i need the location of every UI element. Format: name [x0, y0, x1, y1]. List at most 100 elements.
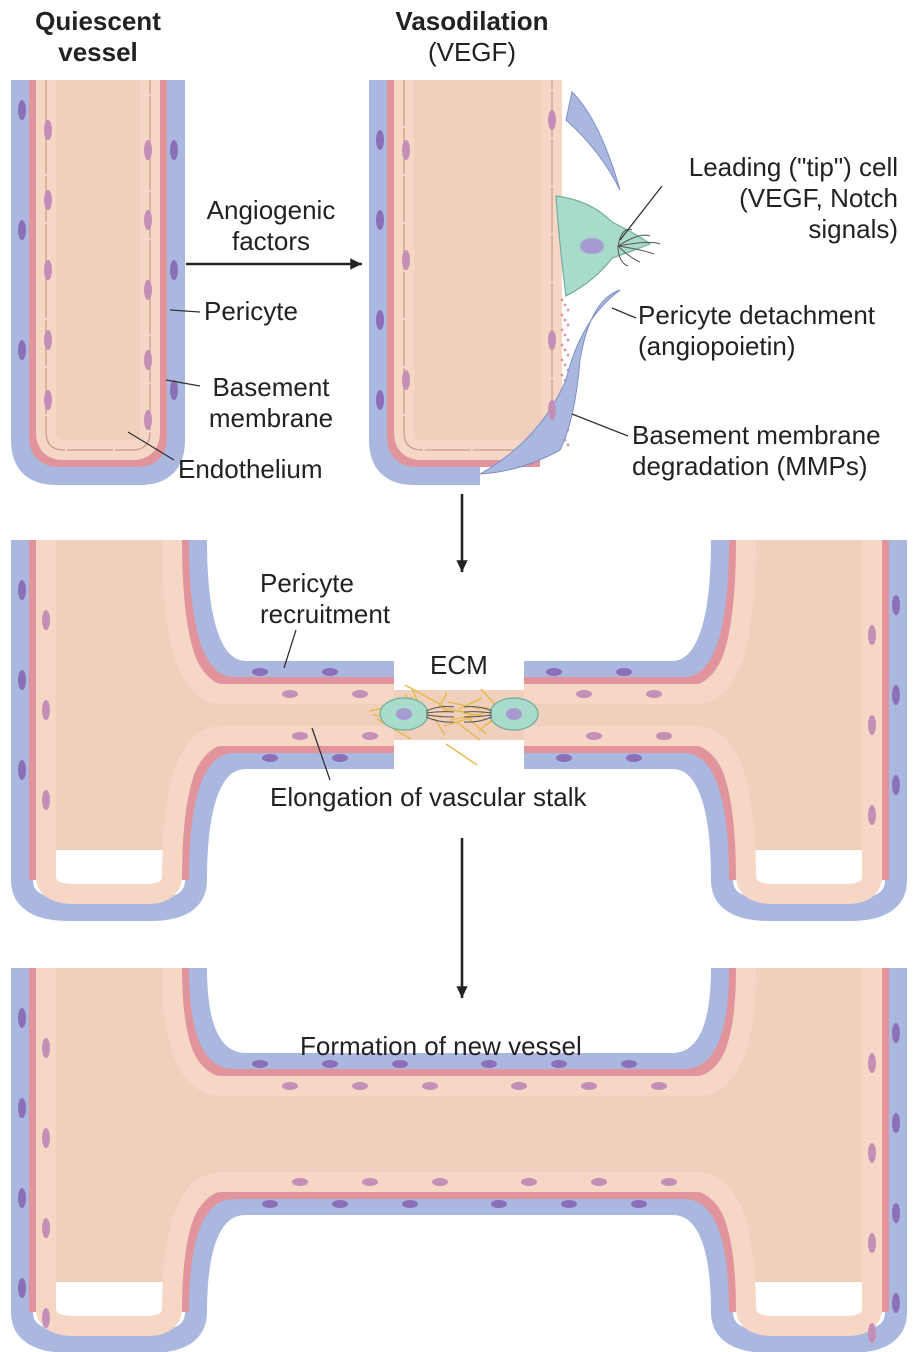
degraded-membrane-dot — [567, 444, 570, 447]
endothelial-nucleus — [868, 715, 876, 735]
angiogenic-line1: Angiogenic — [186, 195, 356, 226]
endothelial-nucleus — [144, 210, 152, 230]
degraded-membrane-dot — [567, 339, 570, 342]
vasodilation-title-line: Vasodilation — [372, 6, 572, 37]
pericyte-nucleus — [252, 1060, 268, 1068]
tip-label-line1: Leading ("tip") cell — [640, 152, 898, 183]
endothelial-nucleus — [44, 260, 52, 280]
endothelial-nucleus — [432, 1178, 448, 1186]
pericyte-nucleus — [18, 340, 26, 360]
endothelial-nucleus — [868, 1143, 876, 1163]
pericyte-nucleus — [170, 380, 178, 400]
endothelial-nucleus — [581, 1082, 597, 1090]
degraded-membrane-dot — [567, 354, 570, 357]
endothelial-nucleus — [362, 1178, 378, 1186]
endothelial-nucleus — [44, 190, 52, 210]
endothelial-nucleus — [651, 1082, 667, 1090]
pericyte-nucleus — [402, 1200, 418, 1208]
recruit-label-line2: recruitment — [260, 599, 390, 630]
pericyte-nucleus — [376, 310, 384, 330]
sprouting-panel — [18, 540, 900, 910]
vasodilation-subtitle: (VEGF) — [372, 37, 572, 68]
pericyte-nucleus — [262, 1200, 278, 1208]
degraded-membrane-dot — [561, 374, 564, 377]
pericyte-detachment-label: Pericyte detachment (angiopoietin) — [638, 300, 875, 362]
pericyte-nucleus — [18, 1188, 26, 1208]
endothelial-nucleus — [144, 140, 152, 160]
pericyte-nucleus — [556, 754, 572, 762]
endothelial-nucleus — [292, 732, 308, 740]
pericyte-nucleus — [262, 754, 278, 762]
sprouting-panel-stalk-bot-pericyte — [196, 758, 394, 880]
degradation-leader — [572, 414, 628, 436]
degraded-membrane-dot — [567, 309, 570, 312]
endothelial-nucleus — [144, 410, 152, 430]
endothelial-nucleus — [282, 1082, 298, 1090]
endothelial-nucleus — [868, 1323, 876, 1343]
detach-label-line1: Pericyte detachment — [638, 300, 875, 331]
degrade-label-line2: degradation (MMPs) — [632, 451, 881, 482]
pericyte-recruitment-label: Pericyte recruitment — [260, 568, 390, 630]
endothelial-nucleus — [44, 390, 52, 410]
endothelial-nucleus — [868, 625, 876, 645]
pericyte-nucleus — [491, 1200, 507, 1208]
detach-label-line2: (angiopoietin) — [638, 331, 875, 362]
ecm-label: ECM — [430, 650, 488, 681]
pericyte-nucleus — [892, 775, 900, 795]
endothelial-nucleus — [44, 120, 52, 140]
pericyte-nucleus — [18, 580, 26, 600]
basement-membrane-label: Basement membrane — [196, 372, 346, 434]
endothelial-nucleus — [868, 805, 876, 825]
pericyte-nucleus — [892, 1113, 900, 1133]
detached-pericyte-top — [566, 92, 620, 190]
pericyte-nucleus — [18, 670, 26, 690]
endothelial-nucleus — [402, 250, 410, 270]
pericyte-nucleus — [631, 1200, 647, 1208]
pericyte-nucleus — [892, 595, 900, 615]
degraded-membrane-dot — [564, 304, 567, 307]
pericyte-nucleus — [170, 260, 178, 280]
pericyte-nucleus — [170, 140, 178, 160]
endothelial-nucleus — [42, 1128, 50, 1148]
quiescent-title-line1: Quiescent — [8, 6, 188, 37]
new-vessel-panel — [18, 968, 900, 1343]
degraded-membrane-dot — [561, 344, 564, 347]
endothelial-nucleus — [402, 140, 410, 160]
endothelial-nucleus — [656, 732, 672, 740]
endothelial-nucleus — [352, 1082, 368, 1090]
quiescent-vessel — [18, 80, 178, 474]
tip-label-line2: (VEGF, Notch — [640, 183, 898, 214]
sprout-tip-nucleus — [396, 708, 412, 720]
pericyte-nucleus — [376, 130, 384, 150]
endothelial-nucleus — [548, 330, 556, 350]
degraded-membrane-dot — [567, 324, 570, 327]
pericyte-nucleus — [18, 760, 26, 780]
pericyte-nucleus — [18, 1278, 26, 1298]
sprout-tip-nucleus — [506, 708, 522, 720]
angiogenic-arrow-head — [350, 258, 362, 269]
endothelial-nucleus — [42, 1218, 50, 1238]
endothelial-nucleus — [422, 1082, 438, 1090]
endothelial-nucleus — [511, 1082, 527, 1090]
degraded-membrane-dot — [561, 299, 564, 302]
quiescent-title: Quiescent vessel — [8, 6, 188, 68]
pericyte-nucleus — [626, 754, 642, 762]
pericyte-nucleus — [322, 668, 338, 676]
down-arrow-1-head — [456, 560, 467, 572]
endothelial-nucleus — [44, 330, 52, 350]
pericyte-nucleus — [892, 1203, 900, 1223]
sprouting-panel-bottom-right-endothelium — [746, 876, 872, 894]
pericyte-nucleus — [892, 685, 900, 705]
sprouting-panel-stalk-top-pericyte-r — [524, 540, 722, 672]
tip-cell-label: Leading ("tip") cell (VEGF, Notch signal… — [640, 152, 898, 245]
vasodilation-title: Vasodilation (VEGF) — [372, 6, 572, 68]
endothelial-nucleus — [548, 110, 556, 130]
degraded-membrane-dot — [561, 359, 564, 362]
endothelial-nucleus — [548, 400, 556, 420]
degraded-membrane-dot — [561, 329, 564, 332]
pericyte-nucleus — [561, 1200, 577, 1208]
new-vessel-panel-stalk-bot-pericyte-r — [459, 1204, 722, 1312]
endothelial-nucleus — [586, 732, 602, 740]
endothelial-nucleus — [646, 690, 662, 698]
pericyte-nucleus — [621, 1060, 637, 1068]
